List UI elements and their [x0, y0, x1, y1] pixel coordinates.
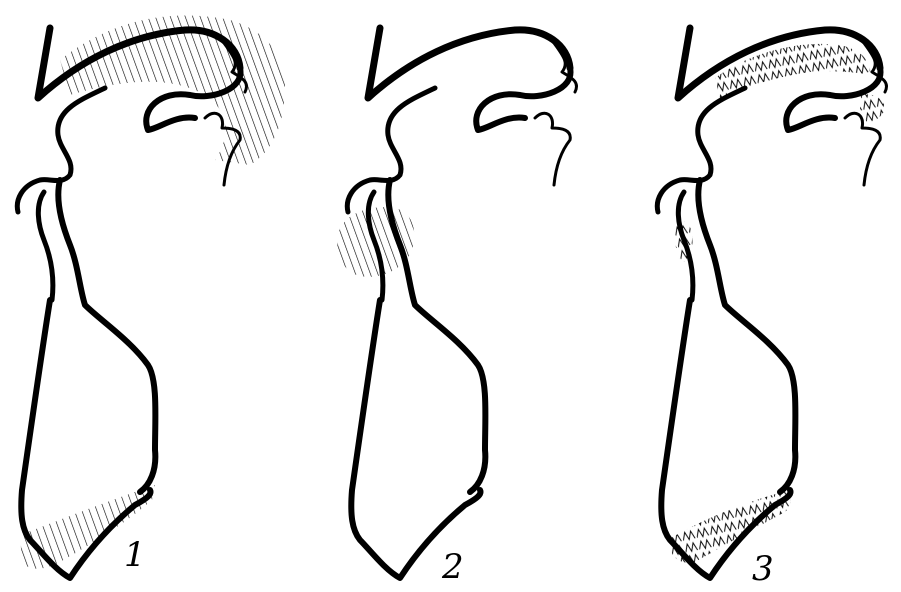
upper-arch-shading [60, 16, 285, 165]
throat-front [58, 180, 155, 492]
nose-tip-fill [860, 94, 885, 121]
panel-label-2: 2 [441, 547, 464, 587]
epiglottis [38, 192, 53, 300]
panel-3: 3 [657, 28, 886, 589]
panel-label-1: 1 [124, 535, 146, 575]
panel-label-3: 3 [752, 549, 774, 589]
palate-outline [368, 28, 570, 98]
panel-2: 2 [337, 28, 576, 587]
palate-inner-curve [476, 68, 570, 130]
throat-front [698, 180, 795, 492]
panel-1: 1 [17, 16, 285, 578]
